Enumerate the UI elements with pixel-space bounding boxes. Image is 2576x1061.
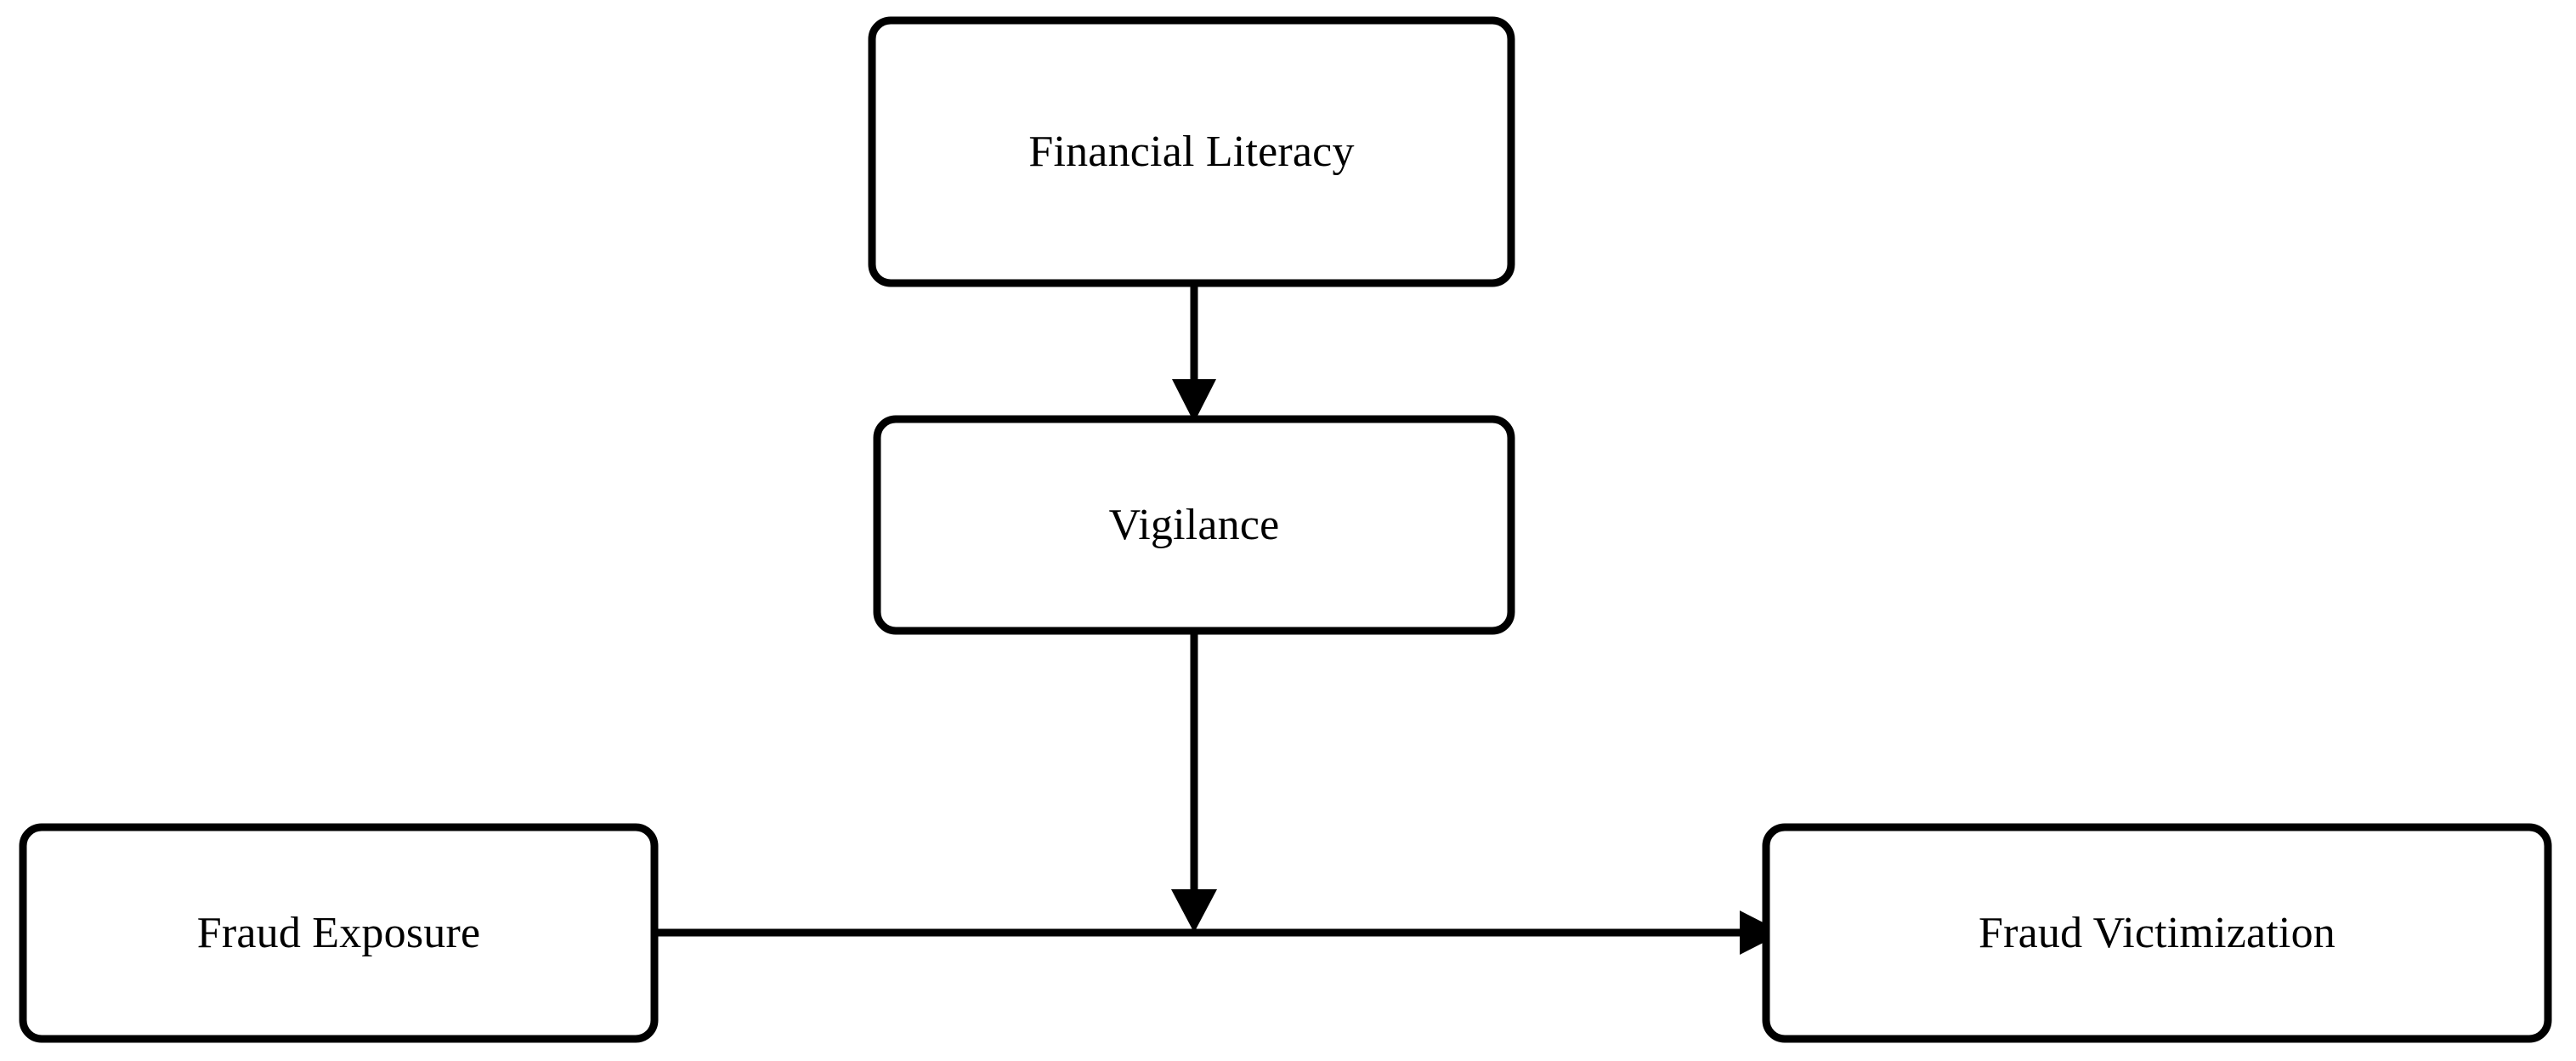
edge-fraud-exposure-to-fraud-victimization [654, 911, 1783, 955]
edge-vigilance-to-fraud-path [1171, 631, 1217, 933]
node-vigilance[interactable] [873, 415, 1515, 635]
arrowhead-down-to-fraud-path [1171, 889, 1217, 933]
arrowhead-down-to-vigilance [1172, 379, 1216, 423]
node-fraud-exposure[interactable] [19, 823, 659, 1043]
arrowhead-right-to-fraud-victimization [1740, 911, 1783, 955]
edge-financial-literacy-to-vigilance [1172, 283, 1216, 423]
node-fraud-victimization[interactable] [1762, 823, 2552, 1043]
node-financial-literacy[interactable] [868, 16, 1515, 287]
